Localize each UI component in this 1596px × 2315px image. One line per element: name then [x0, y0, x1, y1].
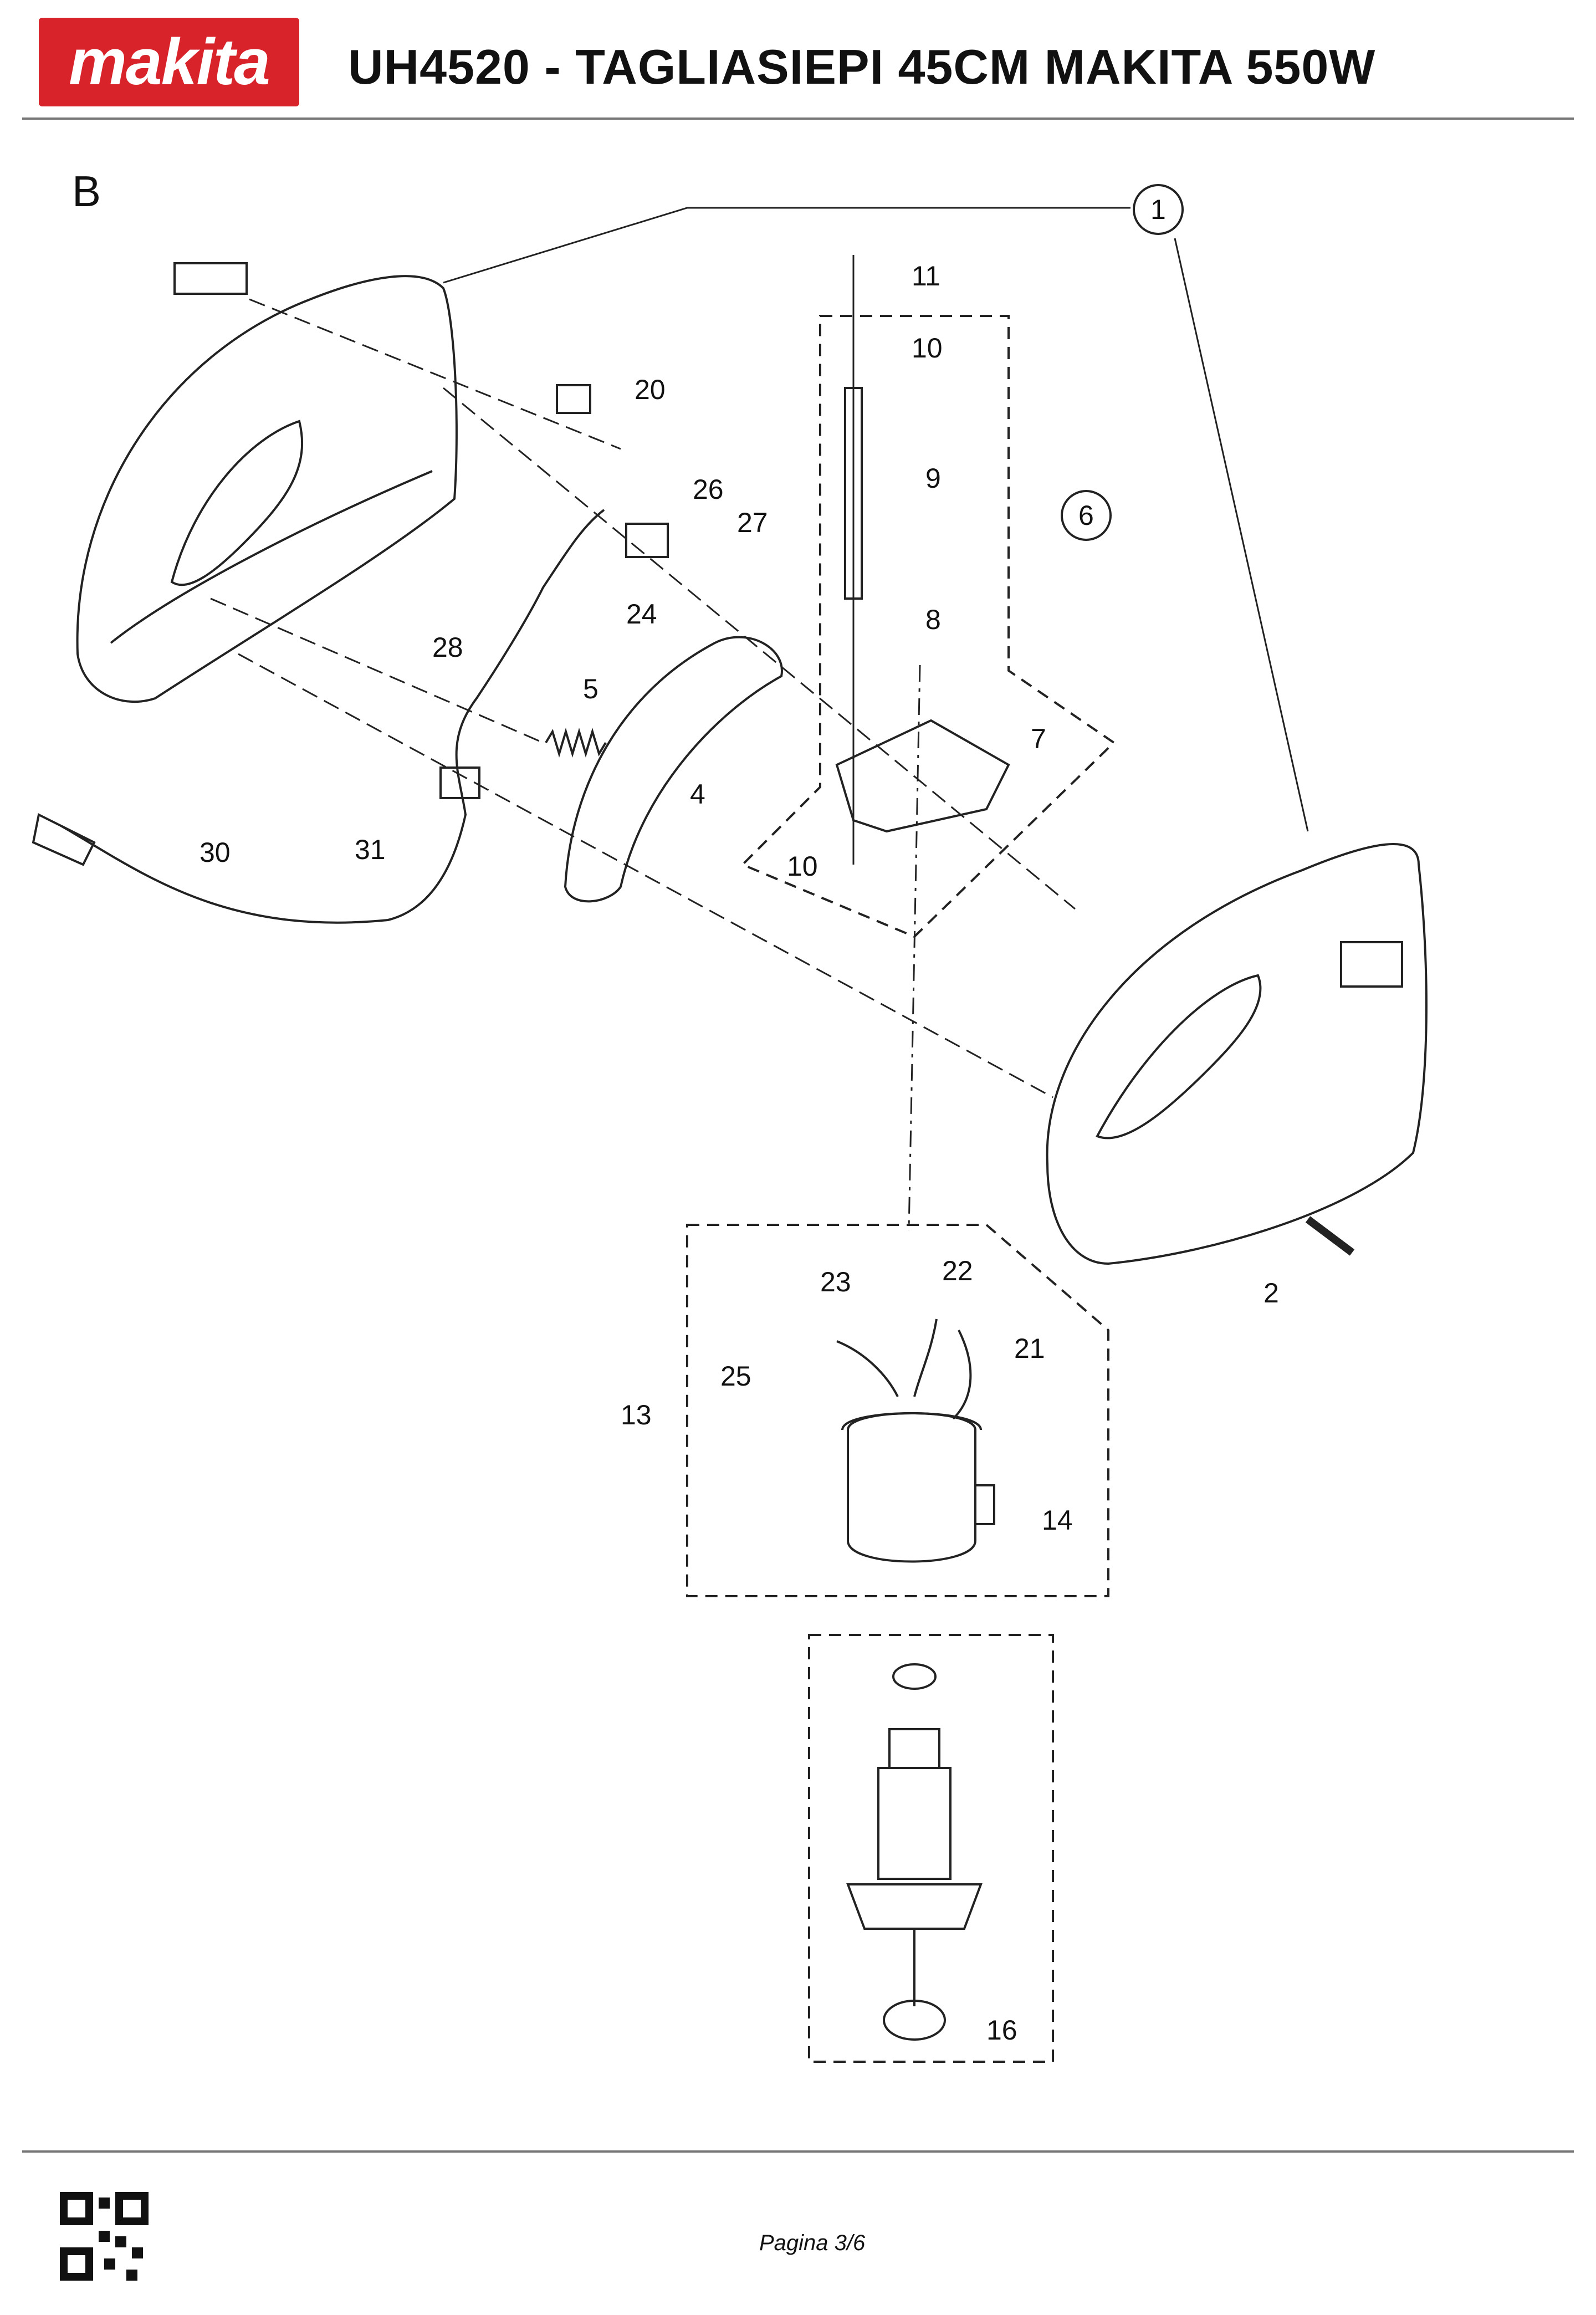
callout-14: 14 [1042, 1505, 1073, 1536]
section-label: B [72, 167, 101, 216]
plug [32, 813, 96, 866]
bearing-bottom [883, 2000, 946, 2041]
header-divider [22, 117, 1574, 120]
gear-assembly-box [740, 315, 1116, 938]
callout-4: 4 [690, 779, 705, 810]
callout-11: 11 [912, 260, 940, 292]
connecting-rod [844, 387, 863, 600]
stator [847, 1412, 976, 1563]
page-number: Pagina 3/6 [759, 2231, 866, 2255]
callout-circle-1 [1133, 184, 1184, 235]
bearing-top [892, 1663, 937, 1690]
qr-code-icon [60, 2192, 149, 2281]
callout-20: 20 [635, 374, 666, 405]
callout-10: 10 [912, 333, 943, 364]
stator-box [686, 1224, 1109, 1597]
makita-logo: makita [39, 18, 299, 106]
switch [625, 523, 669, 558]
armature-box [808, 1634, 1054, 2063]
switch-small [556, 384, 591, 414]
commutator [888, 1728, 940, 1769]
callout-9: 9 [925, 463, 941, 494]
callout-13: 13 [621, 1399, 652, 1430]
page-header: makita UH4520 - TAGLIASIEPI 45CM MAKITA … [0, 0, 1596, 127]
callout-30: 30 [200, 837, 231, 868]
left-housing [76, 275, 458, 703]
callout-22: 22 [942, 1255, 973, 1286]
terminal-block [439, 766, 480, 799]
right-housing [1046, 843, 1428, 1265]
callout-23: 23 [820, 1266, 851, 1297]
callout-2: 2 [1264, 1277, 1279, 1309]
label-plate [173, 262, 248, 295]
callout-28: 28 [432, 632, 463, 663]
gear-housing [835, 719, 1010, 833]
left-housing-grip [170, 420, 304, 586]
callout-27: 27 [737, 507, 768, 538]
callout-8: 8 [925, 604, 941, 635]
callout-31: 31 [355, 834, 386, 865]
logo-wordmark: makita [69, 25, 270, 99]
callout-6: 6 [1078, 500, 1094, 531]
callout-7: 7 [1031, 723, 1046, 754]
front-guard [564, 636, 783, 903]
spring [545, 728, 607, 758]
armature-core [877, 1767, 952, 1880]
callout-5: 5 [583, 673, 598, 704]
callout-10: 10 [787, 851, 818, 882]
callout-16: 16 [986, 2015, 1017, 2046]
callout-26: 26 [693, 474, 724, 505]
fan [846, 1883, 983, 1930]
callout-circle-6 [1061, 490, 1112, 541]
callout-24: 24 [626, 599, 657, 630]
footer-divider [22, 2150, 1574, 2153]
brush-holder [974, 1484, 995, 1525]
motor-wires [836, 1319, 972, 1420]
callout-labels: 1 2 4 5 6 7 8 9 10 10 11 13 14 16 20 21 … [200, 184, 1279, 2046]
right-housing-grip [1096, 974, 1262, 1139]
callout-1: 1 [1150, 194, 1166, 225]
callout-25: 25 [720, 1361, 751, 1392]
power-cord [60, 509, 605, 924]
vent-panel [1340, 941, 1403, 988]
callout-21: 21 [1014, 1333, 1045, 1364]
page-title: UH4520 - TAGLIASIEPI 45CM MAKITA 550W [348, 39, 1376, 94]
